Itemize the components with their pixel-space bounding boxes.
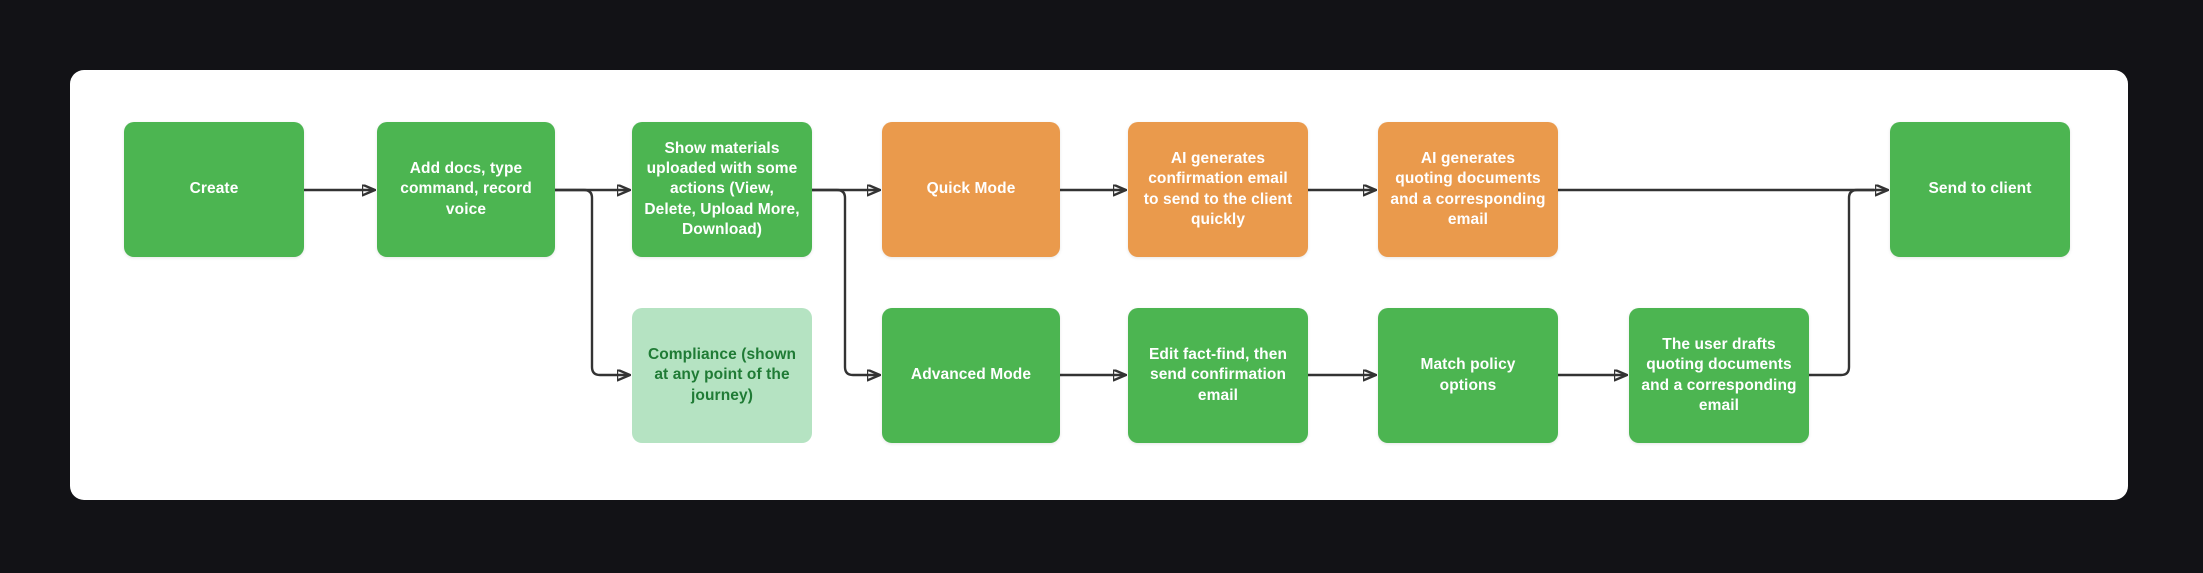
- node-label: AI generates confirmation email to send …: [1143, 150, 1293, 228]
- node-label: The user drafts quoting documents and a …: [1641, 336, 1797, 414]
- node-label: Quick Mode: [926, 180, 1016, 198]
- node-create[interactable]: Create: [124, 122, 304, 257]
- node-label: AI generates quoting documents and a cor…: [1390, 150, 1546, 228]
- node-user-drafts-quoting[interactable]: The user drafts quoting documents and a …: [1629, 308, 1809, 443]
- node-label: Add docs, type command, record voice: [400, 160, 532, 218]
- node-compliance[interactable]: Compliance (shown at any point of the jo…: [632, 308, 812, 443]
- node-label: Send to client: [1928, 180, 2032, 198]
- node-label: Advanced Mode: [910, 366, 1032, 384]
- edge-add-docs-to-compliance: [554, 188, 629, 375]
- node-edit-fact-find[interactable]: Edit fact-find, then send confirmation e…: [1128, 308, 1308, 443]
- node-ai-quoting-documents[interactable]: AI generates quoting documents and a cor…: [1378, 122, 1558, 257]
- node-show-materials[interactable]: Show materials uploaded with some action…: [632, 122, 812, 257]
- node-label: Edit fact-find, then send confirmation e…: [1148, 346, 1288, 404]
- node-quick-mode[interactable]: Quick Mode: [882, 122, 1060, 257]
- node-add-docs[interactable]: Add docs, type command, record voice: [377, 122, 555, 257]
- node-advanced-mode[interactable]: Advanced Mode: [882, 308, 1060, 443]
- edge-show-materials-to-advanced-mode: [812, 188, 879, 375]
- node-label: Compliance (shown at any point of the jo…: [647, 346, 797, 404]
- node-send-to-client[interactable]: Send to client: [1890, 122, 2070, 257]
- node-label: Show materials uploaded with some action…: [644, 140, 800, 238]
- node-ai-confirmation-email[interactable]: AI generates confirmation email to send …: [1128, 122, 1308, 257]
- edge-user-drafts-to-send-to-client: [1809, 188, 1874, 377]
- node-label: Create: [189, 180, 239, 198]
- node-match-policy-options[interactable]: Match policy options: [1378, 308, 1558, 443]
- canvas-card: Create Add docs, type command, record vo…: [70, 70, 2128, 500]
- node-label: Match policy options: [1420, 356, 1516, 394]
